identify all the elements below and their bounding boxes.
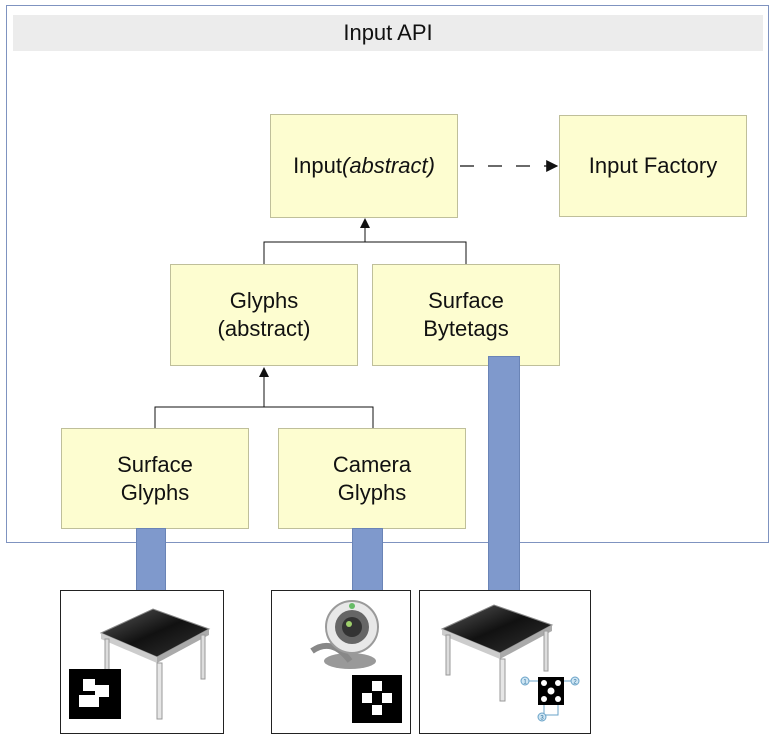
byte-tag-label-3: 3: [540, 716, 544, 722]
input-abstract-box: Input (abstract): [270, 114, 458, 218]
frame-title: Input API: [13, 15, 763, 51]
input-factory-box: Input Factory: [559, 115, 747, 217]
inheritance-branch-lower: [154, 406, 374, 428]
glyph-marker-icon: [69, 669, 121, 719]
surface-table-icon: [99, 608, 211, 720]
glyphs-label: Glyphs (abstract): [217, 288, 311, 341]
inheritance-branch-upper: [263, 241, 467, 264]
surface-bytetag-panel: 1 2 3: [419, 590, 591, 734]
camera-glyphs-label: Camera Glyphs: [332, 451, 412, 505]
input-qualifier: (abstract): [342, 153, 435, 178]
webcam-panel: [271, 590, 411, 734]
surface-glyphs-box: Surface Glyphs: [61, 428, 249, 529]
glyph-marker-icon: [352, 675, 402, 723]
surface-table-panel: [60, 590, 224, 734]
input-label: Input: [293, 153, 342, 178]
surface-bytetags-label: Surface Bytetags: [423, 288, 509, 341]
surface-bytetags-box: Surface Bytetags: [372, 264, 560, 366]
byte-tag-label-2: 2: [573, 680, 577, 686]
byte-tag-label-1: 1: [523, 680, 527, 686]
byte-tag-icon: 1 2 3: [520, 676, 580, 722]
input-factory-label: Input Factory: [588, 153, 718, 178]
webcam-icon: [310, 600, 379, 669]
surface-bytetags-connector: [488, 356, 520, 602]
surface-glyphs-label: Surface Glyphs: [117, 451, 193, 505]
camera-glyphs-box: Camera Glyphs: [278, 428, 466, 529]
glyphs-box: Glyphs (abstract): [170, 264, 358, 366]
surface-table-icon: [440, 604, 554, 702]
